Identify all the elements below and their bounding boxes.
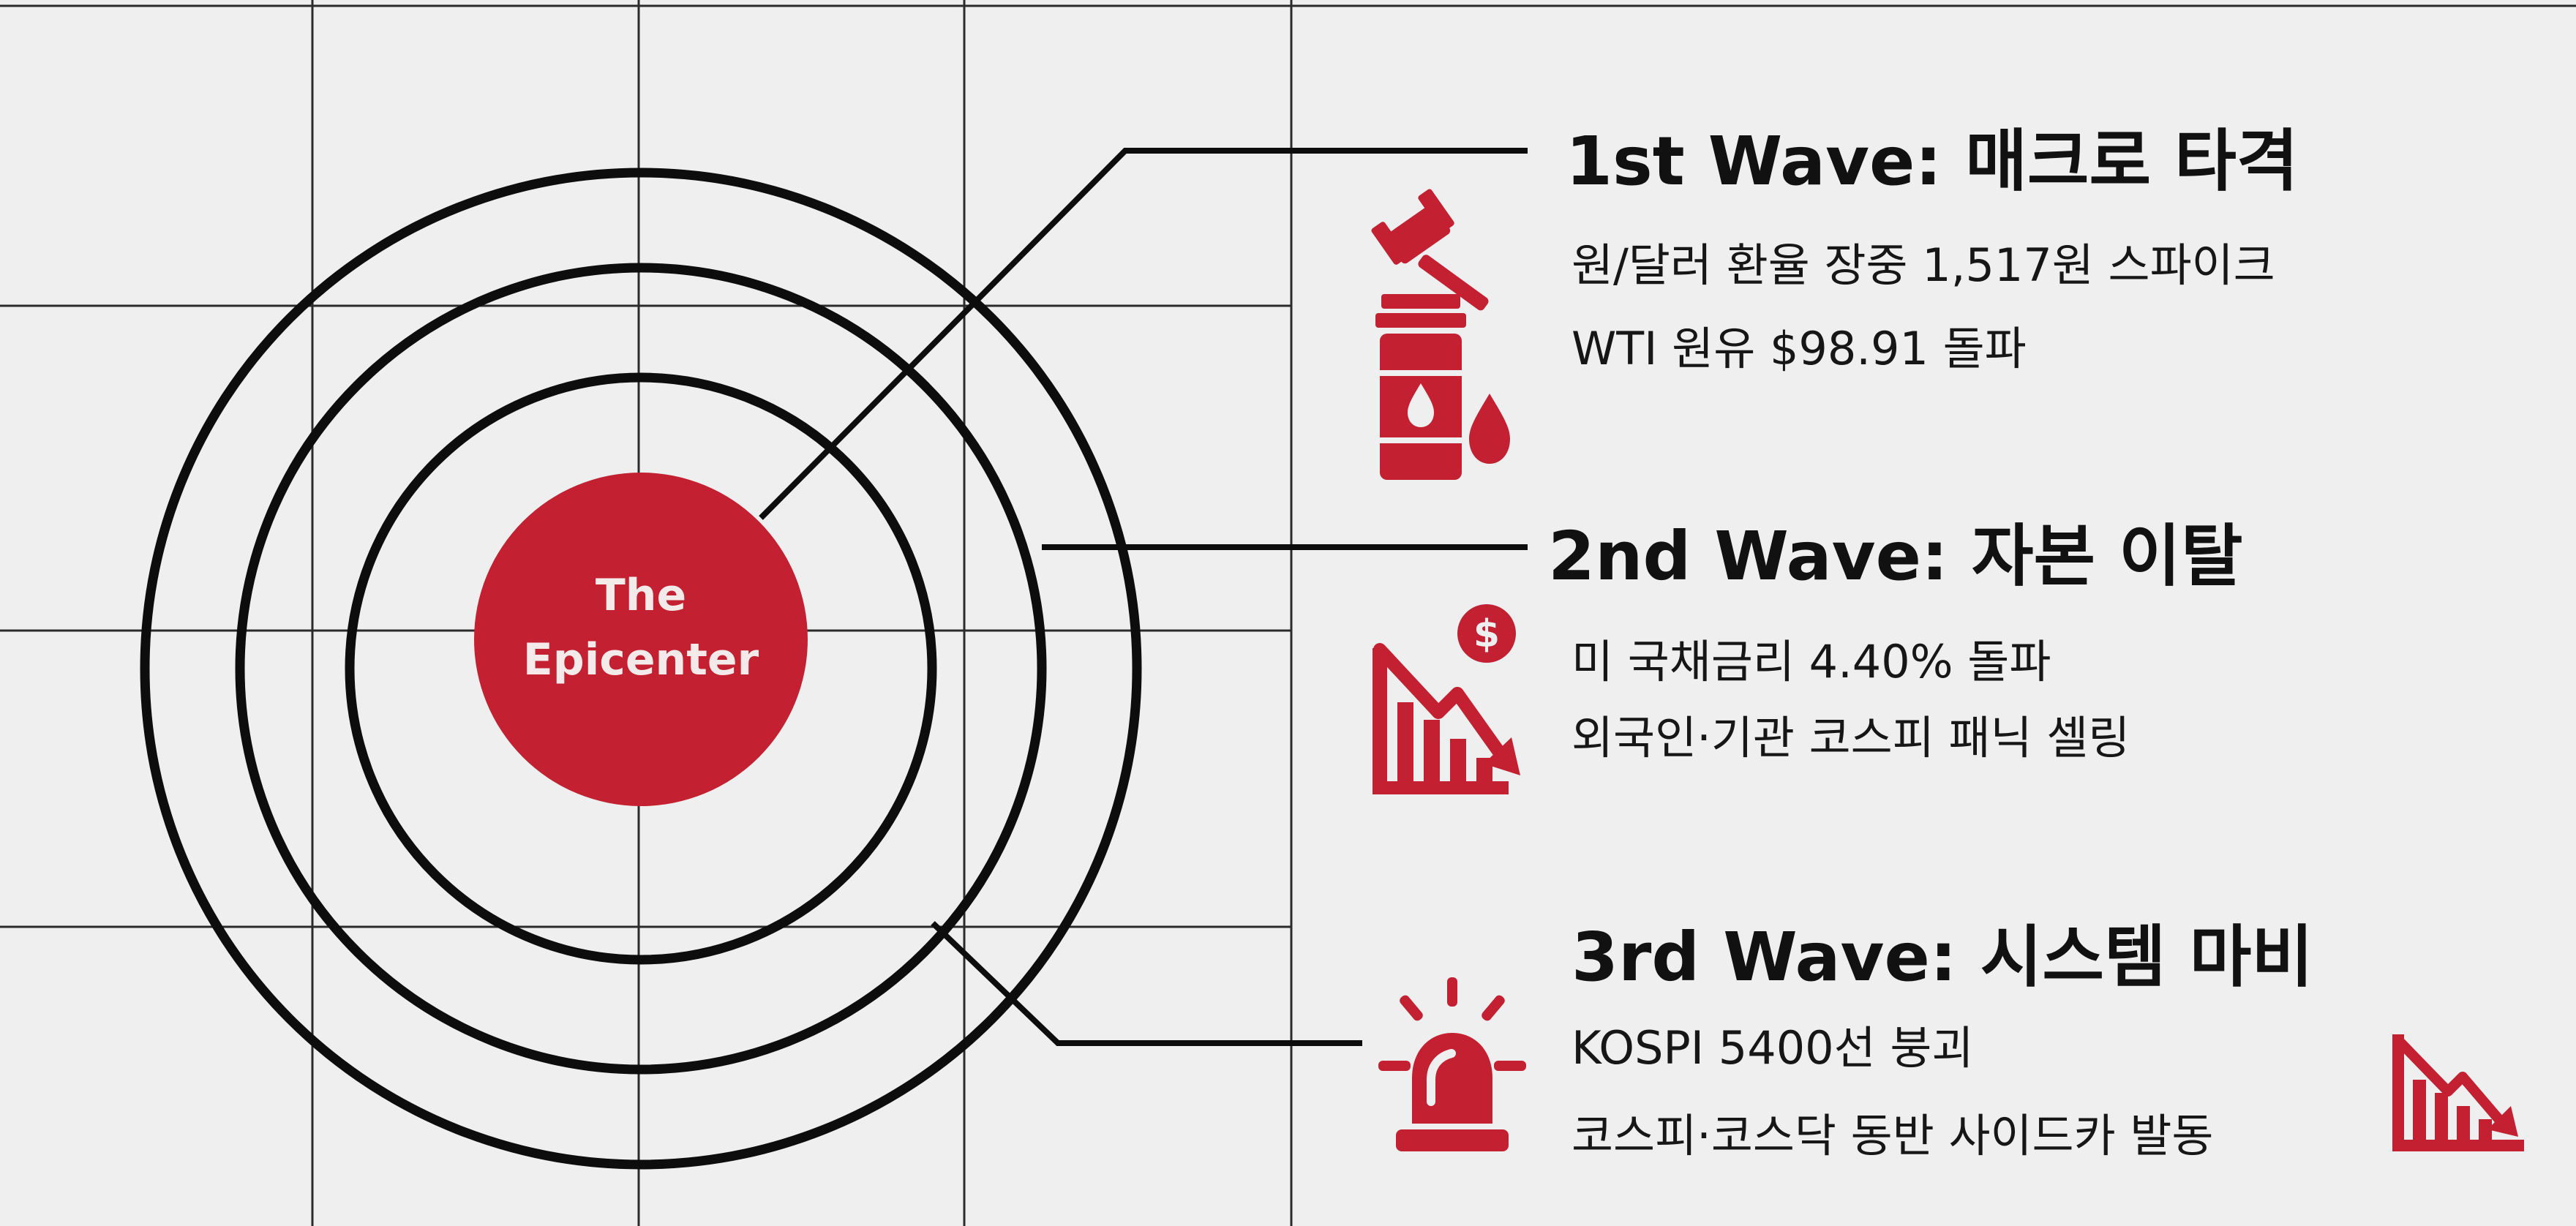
falling-chart-icon (2392, 1034, 2524, 1151)
ring-middle (235, 263, 1047, 1075)
epicenter-label-line1: The (596, 570, 686, 621)
wave-1-title: 1st Wave: 매크로 타격 (1566, 122, 2298, 200)
wave-3: 3rd Wave: 시스템 마비 KOSPI 5400선 붕괴 코스피·코스닥 … (1378, 918, 2524, 1162)
connector-wave-3 (931, 921, 1362, 1046)
ring-inner (345, 372, 937, 965)
wave-3-line-2: 코스피·코스닥 동반 사이드카 발동 (1571, 1109, 2213, 1162)
epicenter-label-line2: Epicenter (523, 634, 759, 685)
wave-3-line-1: KOSPI 5400선 붕괴 (1571, 1021, 1973, 1075)
wave-2-line-1: 미 국채금리 4.40% 돌파 (1571, 635, 2051, 688)
falling-chart-dollar-icon: $ (1373, 604, 1520, 794)
wave-1: 1st Wave: 매크로 타격 원/달러 환율 장중 1,517원 스파이크 … (1371, 122, 2298, 480)
oil-barrel-icon (1375, 313, 1510, 480)
connector-wave-1 (759, 148, 1528, 520)
epicenter-circle (474, 473, 808, 806)
wave-1-line-1: 원/달러 환율 장중 1,517원 스파이크 (1571, 238, 2275, 292)
wave-2-title: 2nd Wave: 자본 이탈 (1548, 517, 2242, 595)
ring-outer (140, 168, 1142, 1170)
wave-2-line-2: 외국인·기관 코스피 패닉 셀링 (1571, 711, 2130, 764)
wave-1-line-2: WTI 원유 $98.91 돌파 (1571, 322, 2027, 375)
gavel-icon (1371, 189, 1489, 311)
wave-3-title: 3rd Wave: 시스템 마비 (1571, 918, 2313, 996)
svg-text:$: $ (1473, 612, 1500, 656)
wave-2: 2nd Wave: 자본 이탈 미 국채금리 4.40% 돌파 외국인·기관 코… (1373, 517, 2242, 794)
siren-icon (1378, 977, 1526, 1151)
